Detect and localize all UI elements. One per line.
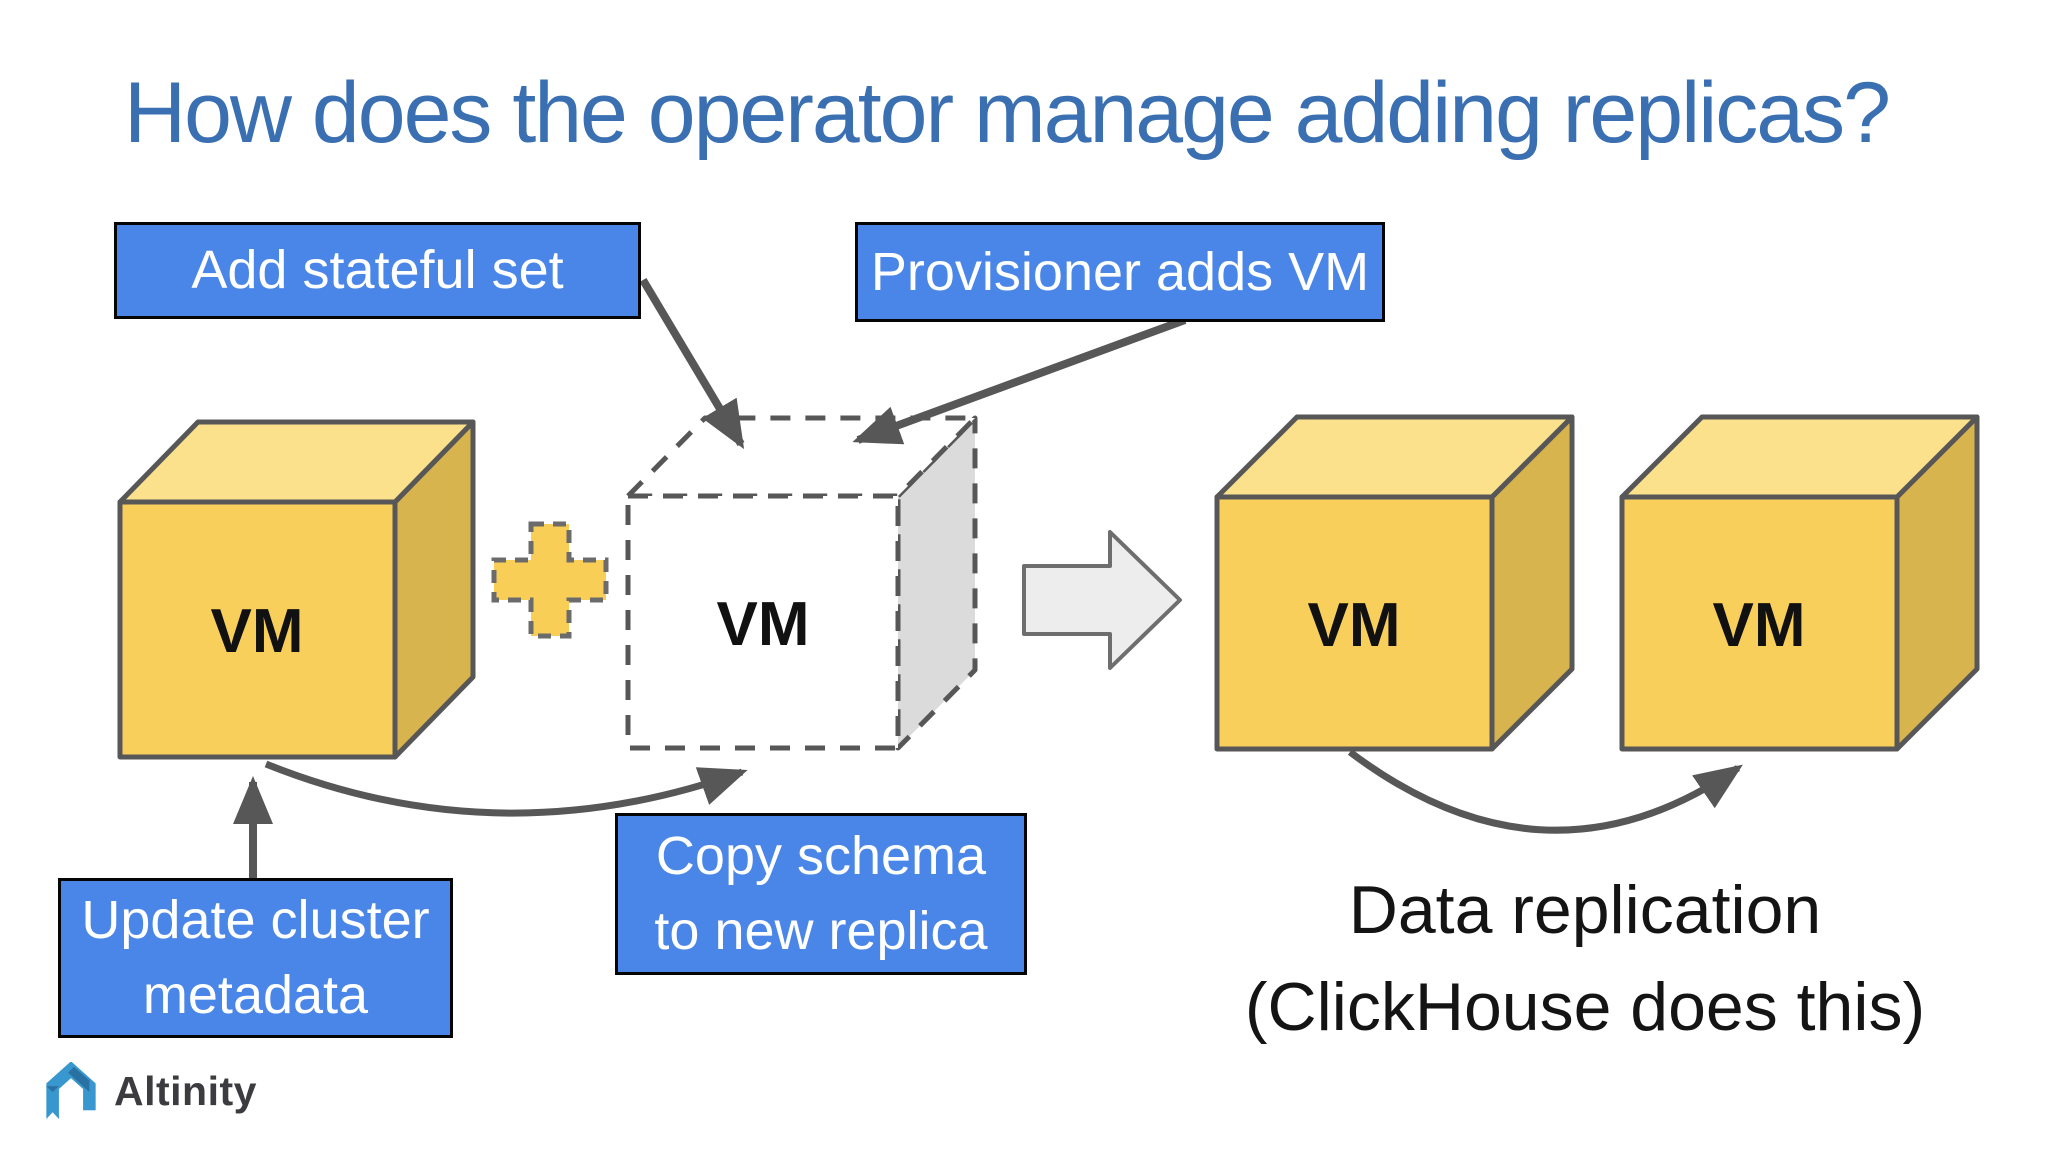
caption-line2: (ClickHouse does this) <box>1244 968 1926 1045</box>
callout-label-line1: Update cluster <box>81 890 430 951</box>
plus-icon <box>491 521 609 639</box>
callout-copy-schema: Copy schema to new replica <box>615 813 1027 975</box>
altinity-logo: Altinity <box>42 1062 257 1120</box>
callout-label: Provisioner adds VM <box>870 241 1370 302</box>
callout-update-cluster-metadata: Update cluster metadata <box>58 878 453 1038</box>
caption-line1: Data replication <box>1348 872 1822 948</box>
vm-label: VM <box>717 590 810 659</box>
callout-provisioner-adds-vm: Provisioner adds VM <box>855 222 1385 322</box>
new-replica-dashed-cube <box>625 415 978 751</box>
vm-label: VM <box>1713 591 1806 660</box>
callout-label-line2: to new replica <box>654 901 988 961</box>
page-title: How does the operator manage adding repl… <box>124 65 1891 161</box>
big-right-arrow-icon <box>1022 530 1182 670</box>
callout-label: Add stateful set <box>191 240 564 301</box>
callout-label-line2: metadata <box>142 965 369 1025</box>
arrow-add-stateful-set <box>639 277 745 450</box>
vm-cube-existing <box>117 419 476 760</box>
vm-label: VM <box>211 597 304 666</box>
arrow-copy-schema-curve <box>264 760 748 817</box>
callout-label-line1: Copy schema <box>655 826 987 887</box>
cube-front-face <box>1214 494 1495 752</box>
cube-front-face <box>625 493 901 751</box>
vm-label: VM <box>1308 591 1401 660</box>
caption-data-replication: Data replication (ClickHouse does this) <box>1185 862 1985 1055</box>
callout-add-stateful-set: Add stateful set <box>114 222 641 319</box>
vm-cube-replica-1 <box>1214 414 1575 752</box>
arrow-provisioner-adds-vm <box>852 316 1187 445</box>
altinity-logo-icon <box>46 1062 96 1120</box>
arrow-data-replication-curve <box>1347 749 1743 834</box>
vm-cube-replica-2 <box>1619 414 1980 752</box>
altinity-brand-text: Altinity <box>114 1067 257 1114</box>
cube-front-face <box>117 499 398 760</box>
cube-front-face <box>1619 494 1900 752</box>
